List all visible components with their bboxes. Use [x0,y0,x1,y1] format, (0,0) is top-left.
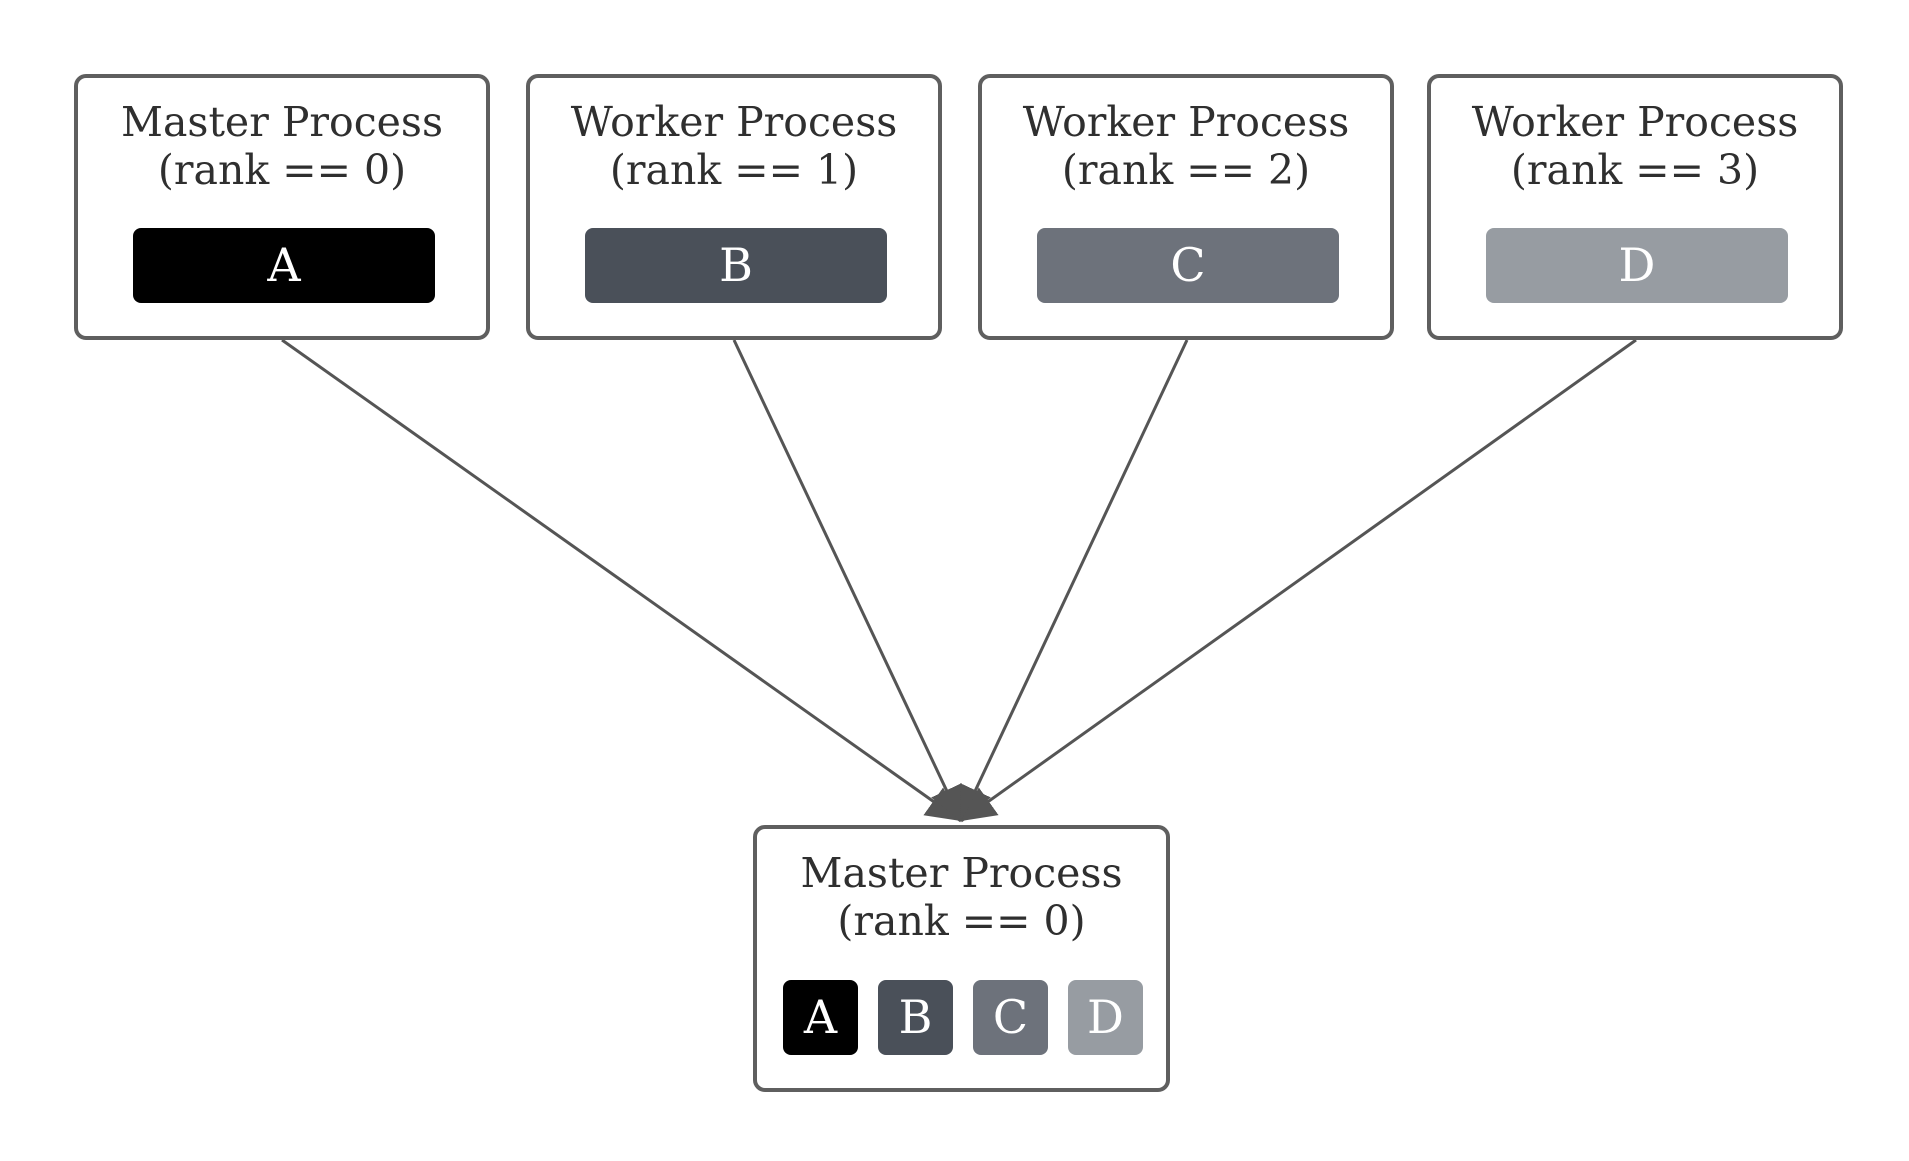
gathered-block-b: B [878,980,953,1055]
arrow-worker-2-to-master [959,339,1189,822]
data-block-d: D [1486,228,1788,303]
arrow-master-to-master [281,338,962,823]
arrow-worker-1-to-master [732,339,963,822]
process-rank: (rank == 1) [609,146,859,194]
process-title: Master Process [120,98,443,146]
process-title: Worker Process [570,98,898,146]
gathered-block-c: C [973,980,1048,1055]
gathered-block-a: A [783,980,858,1055]
data-block-b: B [585,228,887,303]
process-rank: (rank == 0) [157,146,407,194]
master-process-rank-0-source: Master Process (rank == 0) A [74,74,490,340]
data-block-c: C [1037,228,1339,303]
gathered-block-d: D [1068,980,1143,1055]
worker-process-rank-3: Worker Process (rank == 3) D [1427,74,1843,340]
process-title: Worker Process [1471,98,1799,146]
worker-process-rank-2: Worker Process (rank == 2) C [978,74,1394,340]
arrow-worker-3-to-master [960,338,1637,823]
process-rank: (rank == 2) [1061,146,1311,194]
process-rank: (rank == 3) [1510,146,1760,194]
process-title: Worker Process [1022,98,1350,146]
worker-process-rank-1: Worker Process (rank == 1) B [526,74,942,340]
process-rank: (rank == 0) [837,897,1086,945]
master-process-rank-0-result: Master Process (rank == 0) A B C D [753,825,1170,1092]
process-title: Master Process [800,849,1123,897]
data-block-a: A [133,228,435,303]
